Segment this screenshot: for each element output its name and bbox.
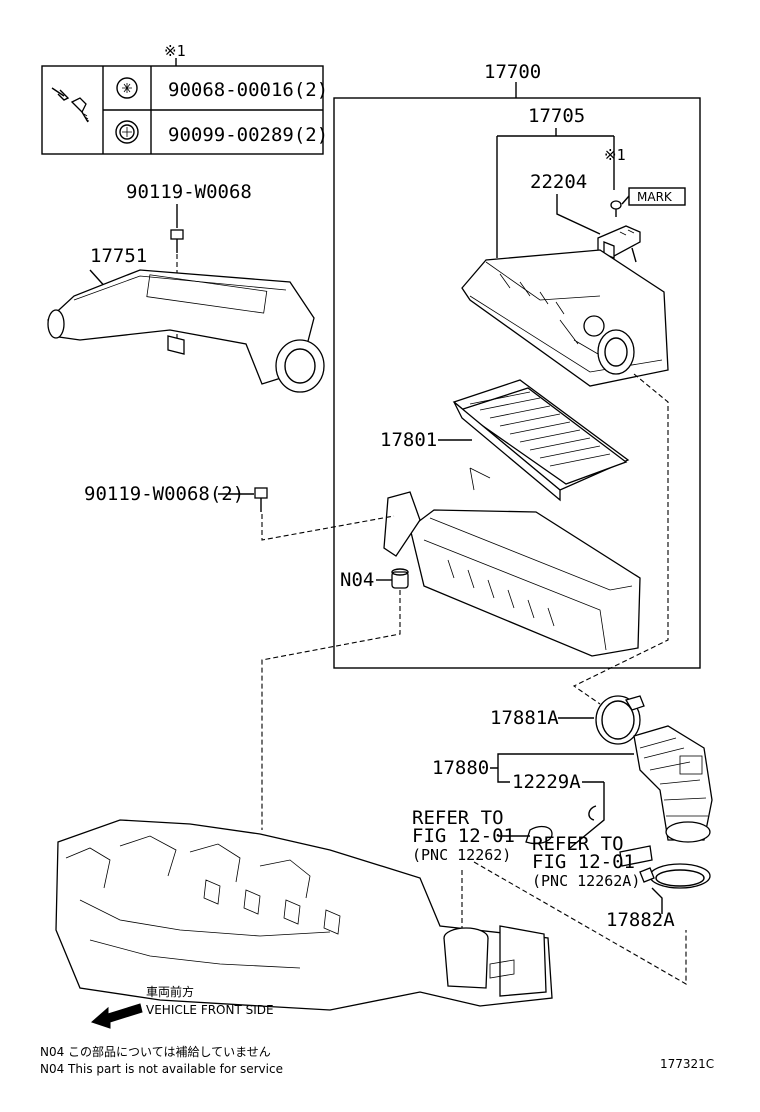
refer-1-line-3: (PNC 12262) (412, 846, 511, 864)
hose-clamp-17882a (639, 863, 711, 889)
refer-2-line-1: REFER TO (532, 833, 624, 855)
air-hose-17880 (633, 725, 713, 843)
bolt-icon (170, 229, 184, 253)
label-17801: 17801 (380, 429, 437, 451)
label-17751: 17751 (90, 245, 147, 267)
hose-clamp-17881a (595, 695, 645, 745)
legend-part-2: 90099-00289(2) (168, 124, 328, 146)
footnote-en: N04 This part is not available for servi… (40, 1062, 283, 1076)
label-n04: N04 (340, 569, 374, 591)
direction-en: VEHICLE FRONT SIDE (146, 1003, 274, 1017)
label-22204: 22204 (530, 171, 587, 193)
figure-id: 177321C (660, 1057, 714, 1071)
label-17700: 17700 (484, 61, 541, 83)
mark-ref-label: ※1 (604, 146, 626, 164)
refer-1-line-1: REFER TO (412, 807, 504, 829)
inlet-duct-17751 (47, 269, 325, 393)
label-90119-top: 90119-W0068 (126, 181, 252, 203)
label-17881a: 17881A (490, 707, 559, 729)
phillips-screw-icon (116, 77, 138, 99)
label-17882a: 17882A (606, 909, 675, 931)
mark-label: MARK (637, 190, 673, 204)
label-90119-bottom: 90119-W0068(2) (84, 483, 244, 505)
arrow-left-icon (91, 1003, 143, 1029)
assembly-box-17700 (333, 97, 701, 669)
air-cleaner-cap-17705 (461, 249, 669, 387)
filter-element-17801 (452, 379, 630, 502)
refer-2-line-3: (PNC 12262A) (532, 872, 640, 890)
pcv-hose-12229a (525, 782, 653, 867)
screw-icon (610, 200, 622, 217)
direction-jp: 車両前方 (146, 984, 194, 999)
legend-part-1: 90068-00016(2) (168, 79, 328, 101)
label-17880: 17880 (432, 757, 489, 779)
vehicle-front-direction: 車両前方 VEHICLE FRONT SIDE (91, 984, 274, 1029)
legend-marker: ※1 (164, 42, 186, 60)
screw-icon (51, 87, 90, 123)
bolt-icon (254, 487, 268, 512)
fastener-legend: ※1 90068-00016(2) 90099-00289(2) (41, 42, 328, 155)
washer-screw-icon (115, 120, 139, 144)
label-17705: 17705 (528, 105, 585, 127)
air-cleaner-case (383, 467, 641, 657)
footnote-jp: N04 この部品については補給していません (40, 1044, 271, 1059)
refer-1-line-2: FIG 12-01 (412, 825, 515, 847)
refer-2-line-2: FIG 12-01 (532, 851, 635, 873)
grommet-n04 (391, 568, 409, 589)
label-12229a: 12229A (512, 771, 581, 793)
engine-intake-manifold (55, 819, 553, 1011)
